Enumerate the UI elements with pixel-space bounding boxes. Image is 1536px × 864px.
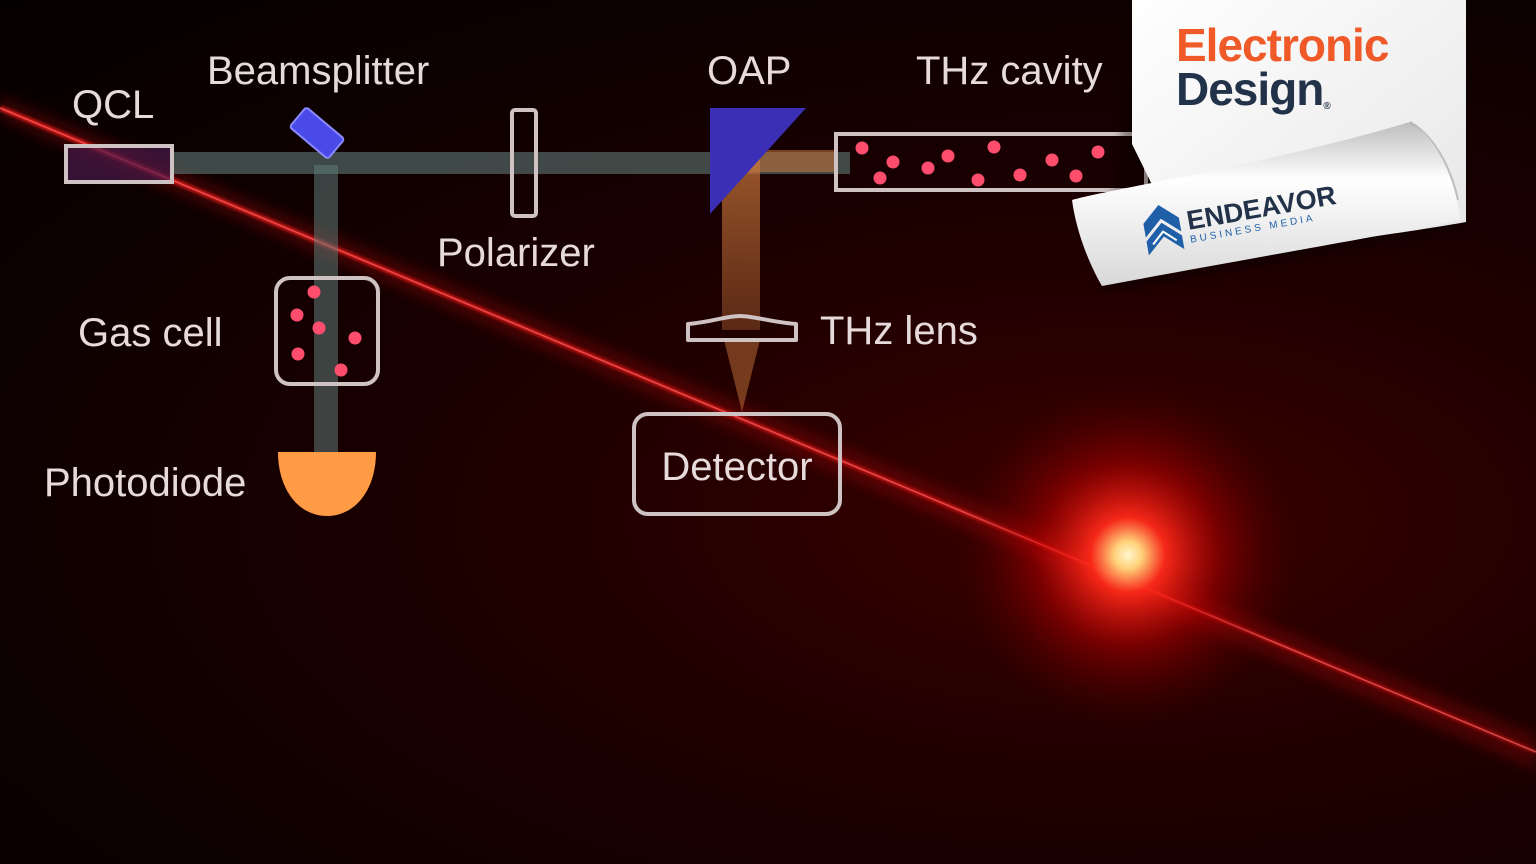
qcl-label: QCL	[72, 83, 154, 127]
gas-cell-particles	[290, 285, 362, 377]
polarizer-label: Polarizer	[437, 231, 595, 275]
thz-lens-element	[686, 314, 798, 342]
cavity-gas-particles	[855, 140, 1105, 187]
photodiode-element	[278, 452, 376, 516]
brand-name-line1: Electronic	[1176, 19, 1389, 71]
gas-cell-element	[274, 276, 380, 386]
gas-cell-label: Gas cell	[78, 311, 223, 355]
thz-beam	[722, 150, 836, 412]
registered-mark: ®	[1323, 101, 1330, 112]
qcl-source	[64, 144, 174, 184]
photodiode-label: Photodiode	[44, 461, 246, 505]
beamsplitter-label: Beamsplitter	[207, 49, 429, 93]
reference-beam	[314, 165, 338, 465]
thz-lens-label: THz lens	[820, 309, 978, 353]
beamsplitter-element	[289, 107, 345, 159]
detector-box	[632, 412, 842, 516]
oap-mirror	[710, 108, 806, 214]
oap-label: OAP	[707, 49, 791, 93]
brand-name-line2-text: Design	[1176, 63, 1324, 115]
paper-sheet	[1072, 0, 1466, 294]
endeavor-logo-icon	[1143, 204, 1185, 256]
thz-cavity-label: THz cavity	[916, 49, 1103, 93]
publisher-badge: Electronic Design® ENDEAVOR BUSINESS MED…	[1070, 0, 1470, 294]
brand-name-line2: Design®	[1176, 63, 1331, 115]
detector-label: Detector	[661, 445, 812, 489]
laser-glow-spot	[958, 385, 1298, 725]
polarizer-element	[510, 108, 538, 218]
